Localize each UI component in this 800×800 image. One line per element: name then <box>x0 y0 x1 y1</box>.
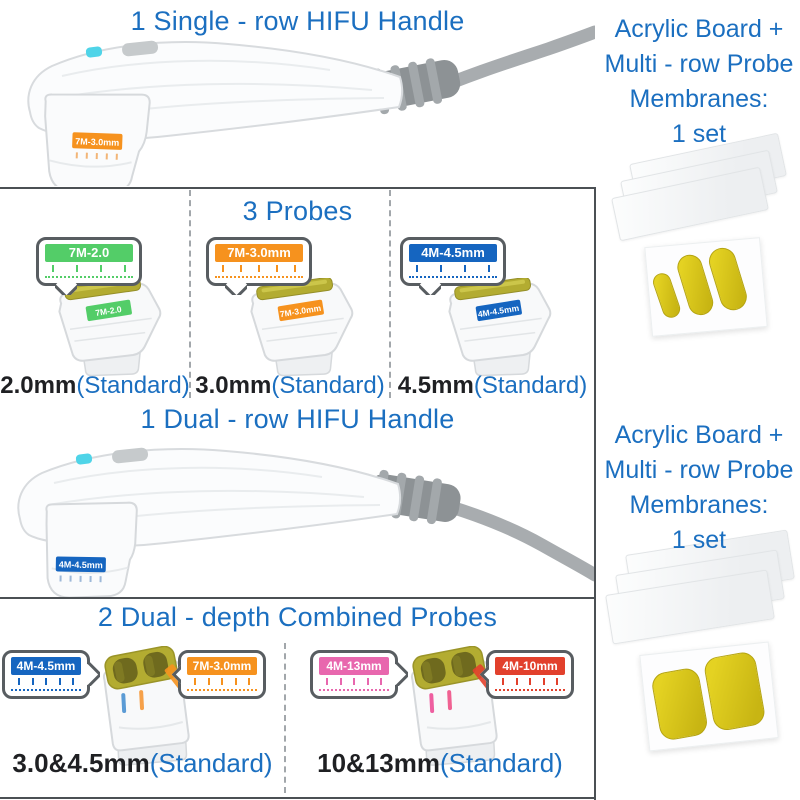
probe-callout: 4M-13mm <box>310 650 408 699</box>
accessory-title-line: Multi - row Probe <box>604 456 794 484</box>
accessory-title-line: Acrylic Board + <box>614 421 784 449</box>
attached-probe: 7M-3.0mm <box>44 93 151 186</box>
probe-callout: 4M-4.5mm <box>400 237 506 295</box>
combined-probes-title: 2 Dual - depth Combined Probes <box>97 602 498 632</box>
probe-tag: 4M-10mm <box>495 657 565 675</box>
acrylic-board-stack-photo <box>611 132 797 242</box>
callout-tail <box>55 283 77 295</box>
probe-tag: 7M-2.0 <box>45 244 133 262</box>
divider <box>0 187 596 189</box>
probe-tag: 4M-13mm <box>319 657 389 675</box>
depth-ruler <box>409 265 497 278</box>
probe-size-label: 4.5mm(Standard) <box>397 372 588 399</box>
probe-callout: 7M-2.0 <box>36 237 142 295</box>
callout-tail <box>476 662 489 686</box>
dual-handle-title: 1 Dual - row HIFU Handle <box>140 404 455 434</box>
divider <box>0 597 596 599</box>
probe-callout: 4M-4.5mm <box>2 650 100 699</box>
divider <box>594 187 596 800</box>
olive-top <box>256 278 334 301</box>
probe-cartridge-photo: 4M-4.5mm <box>448 278 552 377</box>
probe-tag: 4M-4.5mm <box>409 244 497 262</box>
callout-tail <box>225 283 247 295</box>
combined-size-label: 10&13mm(Standard) <box>317 748 563 778</box>
handle-latch <box>112 447 149 464</box>
callout-tail <box>168 662 181 686</box>
cyan-button <box>85 46 103 58</box>
probes-title: 3 Probes <box>242 196 353 226</box>
depth-ruler <box>319 678 389 691</box>
probe-tag-plate <box>55 556 106 573</box>
single-handle-title: 1 Single - row HIFU Handle <box>130 6 465 36</box>
depth-ruler <box>45 265 133 278</box>
cyan-button <box>75 453 93 465</box>
depth-ruler <box>11 678 81 691</box>
membrane-sheet-photo <box>639 641 779 752</box>
accessory-title-line: Membranes: <box>629 85 769 113</box>
accessory-title-line: 1 set <box>671 526 727 554</box>
svg-text:7M-2.0: 7M-2.0 <box>95 304 123 318</box>
probe-size-label: 3.0mm(Standard) <box>195 372 385 399</box>
probe-tag: 4M-4.5mm <box>11 657 81 675</box>
probe-tag: 7M-3.0mm <box>187 657 257 675</box>
single-row-handle-photo: 7M-3.0mm <box>27 25 595 186</box>
accessory-title-line: Acrylic Board + <box>614 15 784 43</box>
dashed-divider <box>389 190 391 398</box>
dual-probe-cartridge-photo <box>410 646 498 766</box>
probe-size-label: 2.0mm(Standard) <box>0 372 190 399</box>
callout-tail <box>395 662 408 686</box>
probe-callout: 4M-10mm <box>479 650 574 699</box>
accessory-title-line: Multi - row Probe <box>604 50 794 78</box>
depth-ruler <box>187 678 257 691</box>
divider <box>0 797 596 799</box>
dual-probe-cartridge-photo <box>102 646 190 766</box>
depth-ruler <box>495 678 565 691</box>
combined-size-label: 3.0&4.5mm(Standard) <box>12 748 273 778</box>
probe-cartridge-photo: 7M-3.0mm <box>250 278 354 377</box>
probe-tag-plate <box>72 132 123 150</box>
dashed-divider <box>284 643 286 793</box>
membrane-sheet-photo <box>644 237 768 337</box>
probe-tag-text: 7M-3.0mm <box>75 136 119 148</box>
accessory-title-line: Membranes: <box>629 491 769 519</box>
probe-callout: 7M-3.0mm <box>206 237 312 295</box>
olive-top <box>104 646 178 690</box>
dashed-divider <box>189 190 191 398</box>
depth-ruler <box>215 265 303 278</box>
probe-callout: 7M-3.0mm <box>171 650 266 699</box>
handle-latch <box>122 40 159 57</box>
attached-probe: 4M-4.5mm <box>45 501 138 599</box>
probe-tag-text: 4M-4.5mm <box>59 559 103 570</box>
probe-tag: 7M-3.0mm <box>215 244 303 262</box>
callout-tail <box>87 662 100 686</box>
dual-row-handle-photo: 4M-4.5mm <box>17 447 595 599</box>
accessory-title-line: 1 set <box>671 120 727 148</box>
olive-top <box>412 646 486 690</box>
callout-tail <box>419 283 441 295</box>
